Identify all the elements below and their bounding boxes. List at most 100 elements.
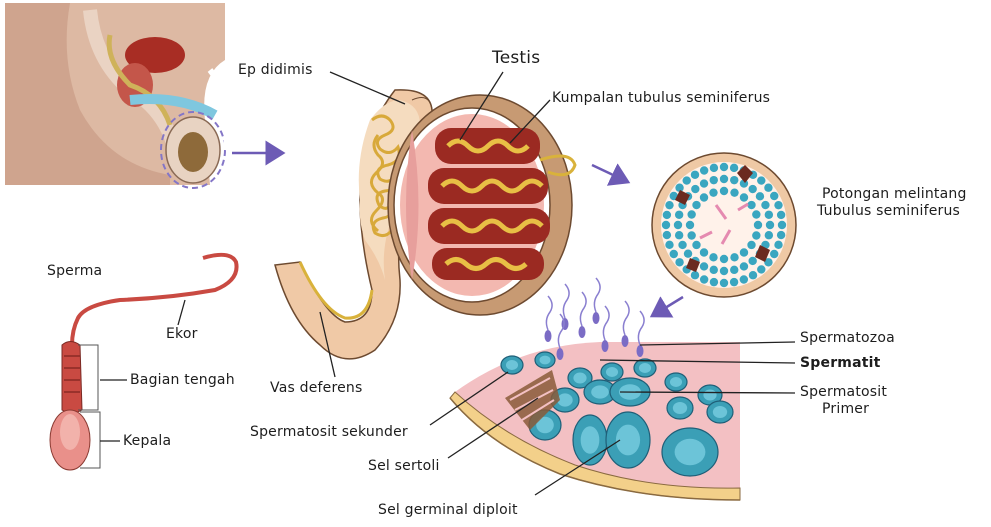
testis-illustration	[388, 95, 575, 315]
cross-section-cell	[757, 265, 765, 273]
label-spermatosit-primer-2: Primer	[822, 401, 869, 417]
cross-section-cell	[764, 184, 772, 192]
cross-section-cell	[670, 250, 678, 258]
cross-section-cell	[700, 275, 708, 283]
cross-section-cell	[730, 164, 738, 172]
cross-section-cell	[700, 262, 708, 270]
cross-section-cell	[740, 262, 748, 270]
cross-section-cell	[665, 201, 673, 209]
cross-section-cell	[684, 249, 692, 257]
cross-section-cell	[692, 201, 700, 209]
human-pelvis-illustration	[5, 3, 228, 188]
cross-section-cell	[749, 271, 757, 279]
cross-section-cell	[770, 250, 778, 258]
cross-section-cell	[730, 188, 738, 196]
cross-section-cell	[730, 278, 738, 286]
cross-section-cell	[774, 241, 782, 249]
sperm-tail	[558, 314, 564, 348]
cross-section-cell	[740, 275, 748, 283]
cross-section-cell	[720, 175, 728, 183]
cross-section-cell	[691, 271, 699, 279]
cross-section-cell	[710, 266, 718, 274]
cross-section-cell	[770, 192, 778, 200]
cross-section-cell	[748, 185, 756, 193]
sperm-tail	[603, 306, 609, 340]
cross-section-cell	[756, 192, 764, 200]
label-sel-sertoli: Sel sertoli	[368, 458, 440, 474]
cross-section-cell	[700, 193, 708, 201]
cross-section-cell	[777, 211, 785, 219]
cross-section-cell	[720, 279, 728, 287]
cross-section-cell	[720, 187, 728, 195]
label-kepala: Kepala	[123, 433, 171, 449]
sperm-tail	[638, 311, 644, 345]
cell-nucleus	[606, 367, 618, 377]
cross-section-cell	[761, 201, 769, 209]
cross-section-cell	[675, 184, 683, 192]
cross-section-cell	[709, 188, 717, 196]
cross-section-cell	[663, 231, 671, 239]
label-testis: Testis	[492, 50, 540, 66]
label-sel-germinal-diploit: Sel germinal diploit	[378, 502, 518, 518]
cross-section-cell	[720, 163, 728, 171]
sperm-tail	[580, 292, 586, 326]
cross-section-cell	[710, 164, 718, 172]
cross-section-cell	[752, 231, 760, 239]
cross-section-cell	[765, 211, 773, 219]
cross-section-cell	[691, 185, 699, 193]
label-ekor: Ekor	[166, 326, 198, 342]
sperm-head-small	[579, 326, 586, 338]
cross-section-cell	[687, 231, 695, 239]
cross-section-cell	[765, 231, 773, 239]
sperm-head-small	[637, 345, 644, 357]
cell-nucleus	[573, 373, 586, 384]
cross-section-cell	[692, 241, 700, 249]
cross-section-cell	[700, 179, 708, 187]
label-spermatit: Spermatit	[800, 355, 881, 371]
sperm-tail	[546, 296, 552, 330]
sperm-tail	[623, 301, 629, 335]
cross-section-cell	[748, 257, 756, 265]
cross-section-cell	[675, 258, 683, 266]
cross-section-cell	[778, 221, 786, 229]
sperm-midpiece	[62, 342, 82, 414]
arrow-to-cross-section	[592, 165, 628, 182]
label-potongan-line1: Potongan melintang	[822, 186, 967, 202]
cross-section-cell	[683, 176, 691, 184]
cell-nucleus	[581, 426, 600, 454]
label-bagian-tengah: Bagian tengah	[130, 372, 235, 388]
label-epididimis: Ep didimis	[238, 62, 313, 78]
label-vas-deferens: Vas deferens	[270, 380, 362, 396]
cell-nucleus	[703, 390, 716, 401]
cross-section-cell	[662, 221, 670, 229]
cross-section-cell	[710, 278, 718, 286]
cross-section-cell	[730, 266, 738, 274]
cross-section-cell	[675, 211, 683, 219]
cell-nucleus	[670, 377, 682, 387]
cross-section-cell	[730, 253, 738, 261]
tubule-cross-section	[652, 153, 796, 297]
cross-section-cell	[665, 241, 673, 249]
cross-section-cell	[766, 221, 774, 229]
cross-section-cell	[757, 176, 765, 184]
cross-section-cell	[747, 241, 755, 249]
cross-section-cell	[674, 221, 682, 229]
label-sperma: Sperma	[47, 263, 102, 279]
cross-section-cell	[700, 248, 708, 256]
cross-section-cell	[754, 221, 762, 229]
cross-section-cell	[740, 193, 748, 201]
sperm-head-small	[557, 348, 564, 360]
cell-nucleus	[540, 356, 551, 365]
cross-section-cell	[709, 253, 717, 261]
cross-section-cell	[687, 210, 695, 218]
cross-section-cell	[663, 211, 671, 219]
sperm-head-small	[593, 312, 600, 324]
sperm-head-small	[622, 335, 629, 347]
cross-section-cell	[686, 221, 694, 229]
sperm-tail	[594, 278, 600, 312]
sperm-head-small	[545, 330, 552, 342]
label-potongan-line2: Tubulus seminiferus	[817, 203, 960, 219]
cell-nucleus	[639, 363, 651, 373]
label-spermatosit-primer-1: Spermatosit	[800, 384, 887, 400]
